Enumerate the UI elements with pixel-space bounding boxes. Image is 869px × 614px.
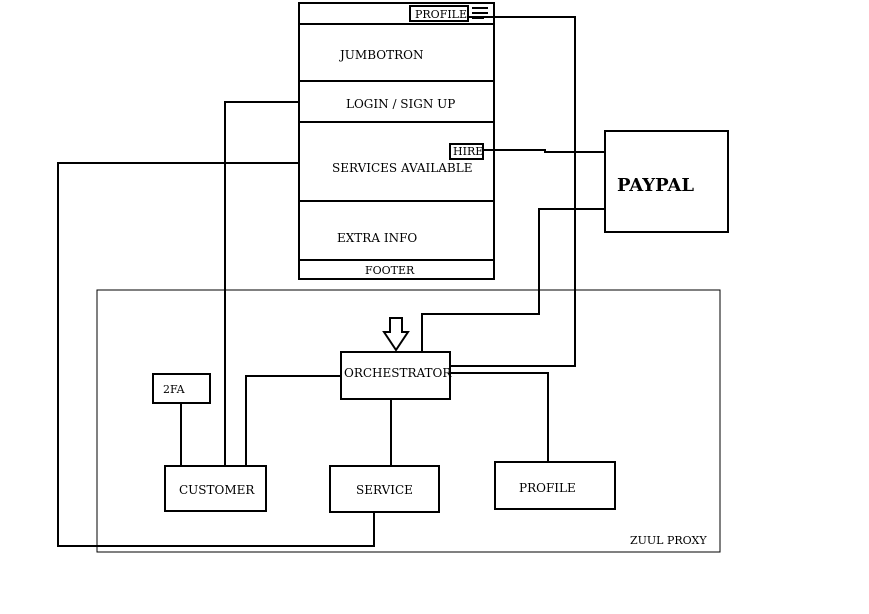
- paypal-box: [604, 130, 729, 233]
- paypal-label: PAYPAL: [617, 175, 694, 196]
- zuul-proxy-label: ZUUL PROXY: [630, 534, 707, 547]
- service-box: [329, 465, 440, 513]
- profile-service-box: [494, 461, 616, 510]
- profile-tab-box: [409, 5, 469, 22]
- zuul-proxy-boundary: [96, 289, 721, 553]
- connector-profile-to-orchestrator: [450, 16, 576, 367]
- service-label: SERVICE: [356, 483, 413, 497]
- hire-label: HIRE: [453, 145, 483, 158]
- connector-login-to-customer: [224, 101, 299, 466]
- webpage-wireframe: PROFILE JUMBOTRON LOGIN / SIGN UP SERVIC…: [298, 2, 495, 280]
- connectors: [57, 16, 605, 547]
- orchestrator-label: ORCHESTRATOR: [344, 366, 452, 380]
- hire-button-box: [449, 143, 484, 160]
- services-available-label: SERVICES AVAILABLE: [332, 161, 472, 175]
- profile-service-label: PROFILE: [519, 481, 576, 495]
- customer-box: [164, 465, 267, 512]
- entry-arrow-icon: [382, 317, 410, 352]
- extra-info-label: EXTRA INFO: [337, 231, 417, 245]
- connector-orchestrator-to-customer: [245, 375, 341, 466]
- profile-tab-label: PROFILE: [415, 8, 467, 21]
- connector-services-to-service: [57, 162, 375, 547]
- footer-label: FOOTER: [365, 264, 415, 277]
- customer-label: CUSTOMER: [179, 483, 255, 497]
- login-signup-label: LOGIN / SIGN UP: [346, 97, 455, 111]
- connector-hire-to-paypal: [483, 149, 605, 153]
- twofa-label: 2FA: [163, 383, 186, 396]
- connector-paypal-to-orchestrator: [421, 208, 605, 352]
- connector-orchestrator-to-profile: [450, 372, 549, 462]
- jumbotron-label: JUMBOTRON: [338, 48, 423, 62]
